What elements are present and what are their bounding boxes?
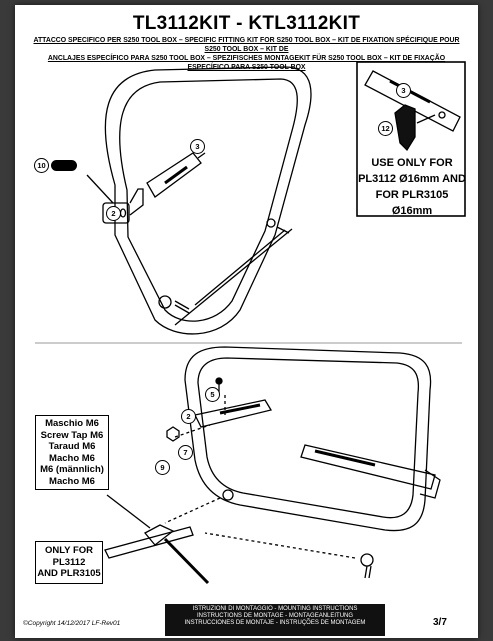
callout-12: 12 xyxy=(378,121,393,136)
callout-10: 10 xyxy=(34,158,49,173)
callout-2-top: 2 xyxy=(106,206,121,221)
tap-tool-label-box: Maschio M6 Screw Tap M6 Taraud M6 Macho … xyxy=(35,415,109,490)
tool-line-2: Screw Tap M6 xyxy=(40,429,104,441)
callout-3-inset: 3 xyxy=(396,83,411,98)
callout-3-top: 3 xyxy=(190,139,205,154)
footer-bar: ISTRUZIONI DI MONTAGGIO - MOUNTING INSTR… xyxy=(165,604,385,636)
only-line-3: AND PLR3105 xyxy=(37,568,101,579)
only-line-2: PL3112 xyxy=(52,556,86,568)
instruction-page: TL3112KIT - KTL3112KIT ATTACCO SPECIFICO… xyxy=(15,5,478,638)
footer-line-1: ISTRUZIONI DI MONTAGGIO - MOUNTING INSTR… xyxy=(192,606,358,612)
tool-line-3: Taraud M6 xyxy=(48,441,96,452)
footer-line-3: INSTRUCCIONES DE MONTAJE - INSTRUÇÕES DE… xyxy=(184,620,366,626)
only-for-box: ONLY FOR PL3112 AND PLR3105 xyxy=(35,541,103,584)
callout-2-bottom: 2 xyxy=(181,409,196,424)
bottom-rack-frame xyxy=(104,346,441,585)
assembly-illustrations xyxy=(35,61,466,585)
top-rack-frame xyxy=(104,66,312,335)
footer-line-2: INSTRUCTIONS DE MONTAGE - MONTAGEANLEITU… xyxy=(196,613,354,619)
page-number: 3/7 xyxy=(433,617,447,628)
copyright: ©Copyright 14/12/2017 LF-Rev01 xyxy=(23,620,121,627)
only-line-1: ONLY FOR xyxy=(44,545,94,556)
inset-note-line-3: FOR PLR3105 Ø16mm xyxy=(375,189,449,217)
tool-line-5: M6 (männlich) xyxy=(40,464,104,475)
callout-5: 5 xyxy=(205,387,220,402)
subtitle-line-1: ATTACCO SPECIFICO PER S250 TOOL BOX – SP… xyxy=(33,37,460,53)
callout-9: 9 xyxy=(155,460,170,475)
callout-7: 7 xyxy=(178,445,193,460)
inset-bracket xyxy=(364,70,461,152)
tool-line-1: Maschio M6 xyxy=(45,418,99,429)
inset-note-line-1: USE ONLY FOR xyxy=(371,157,453,169)
inset-note-line-2: PL3112 Ø16mm AND xyxy=(358,173,466,185)
inset-note: USE ONLY FOR PL3112 Ø16mm AND FOR PLR310… xyxy=(357,155,467,219)
tool-line-6: Macho M6 xyxy=(49,475,95,487)
rubber-pad-icon xyxy=(51,160,77,171)
page-title: TL3112KIT - KTL3112KIT xyxy=(132,13,361,34)
tool-line-4: Macho M6 xyxy=(49,452,95,464)
top-bracket xyxy=(102,152,202,224)
